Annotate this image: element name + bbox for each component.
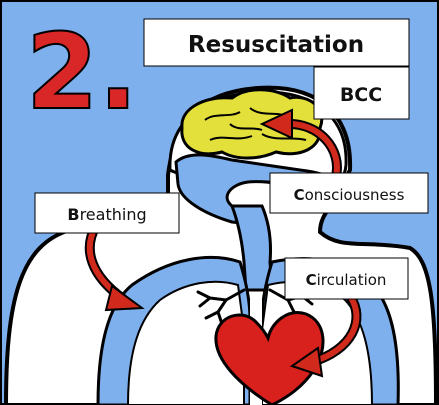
- step-number: 2.: [26, 11, 138, 133]
- breathing-rest: reathing: [80, 205, 147, 224]
- breathing-initial: B: [67, 205, 79, 224]
- circulation-initial: C: [306, 271, 317, 289]
- title: Resuscitation: [188, 32, 364, 58]
- consciousness-rest: onsciousness: [305, 186, 405, 204]
- consciousness-initial: C: [294, 186, 305, 204]
- circulation-rest: irculation: [317, 271, 387, 289]
- consciousness-label: Consciousness: [294, 186, 405, 204]
- circulation-label: Circulation: [306, 271, 387, 289]
- breathing-label: Breathing: [67, 205, 146, 224]
- acronym: BCC: [340, 84, 382, 106]
